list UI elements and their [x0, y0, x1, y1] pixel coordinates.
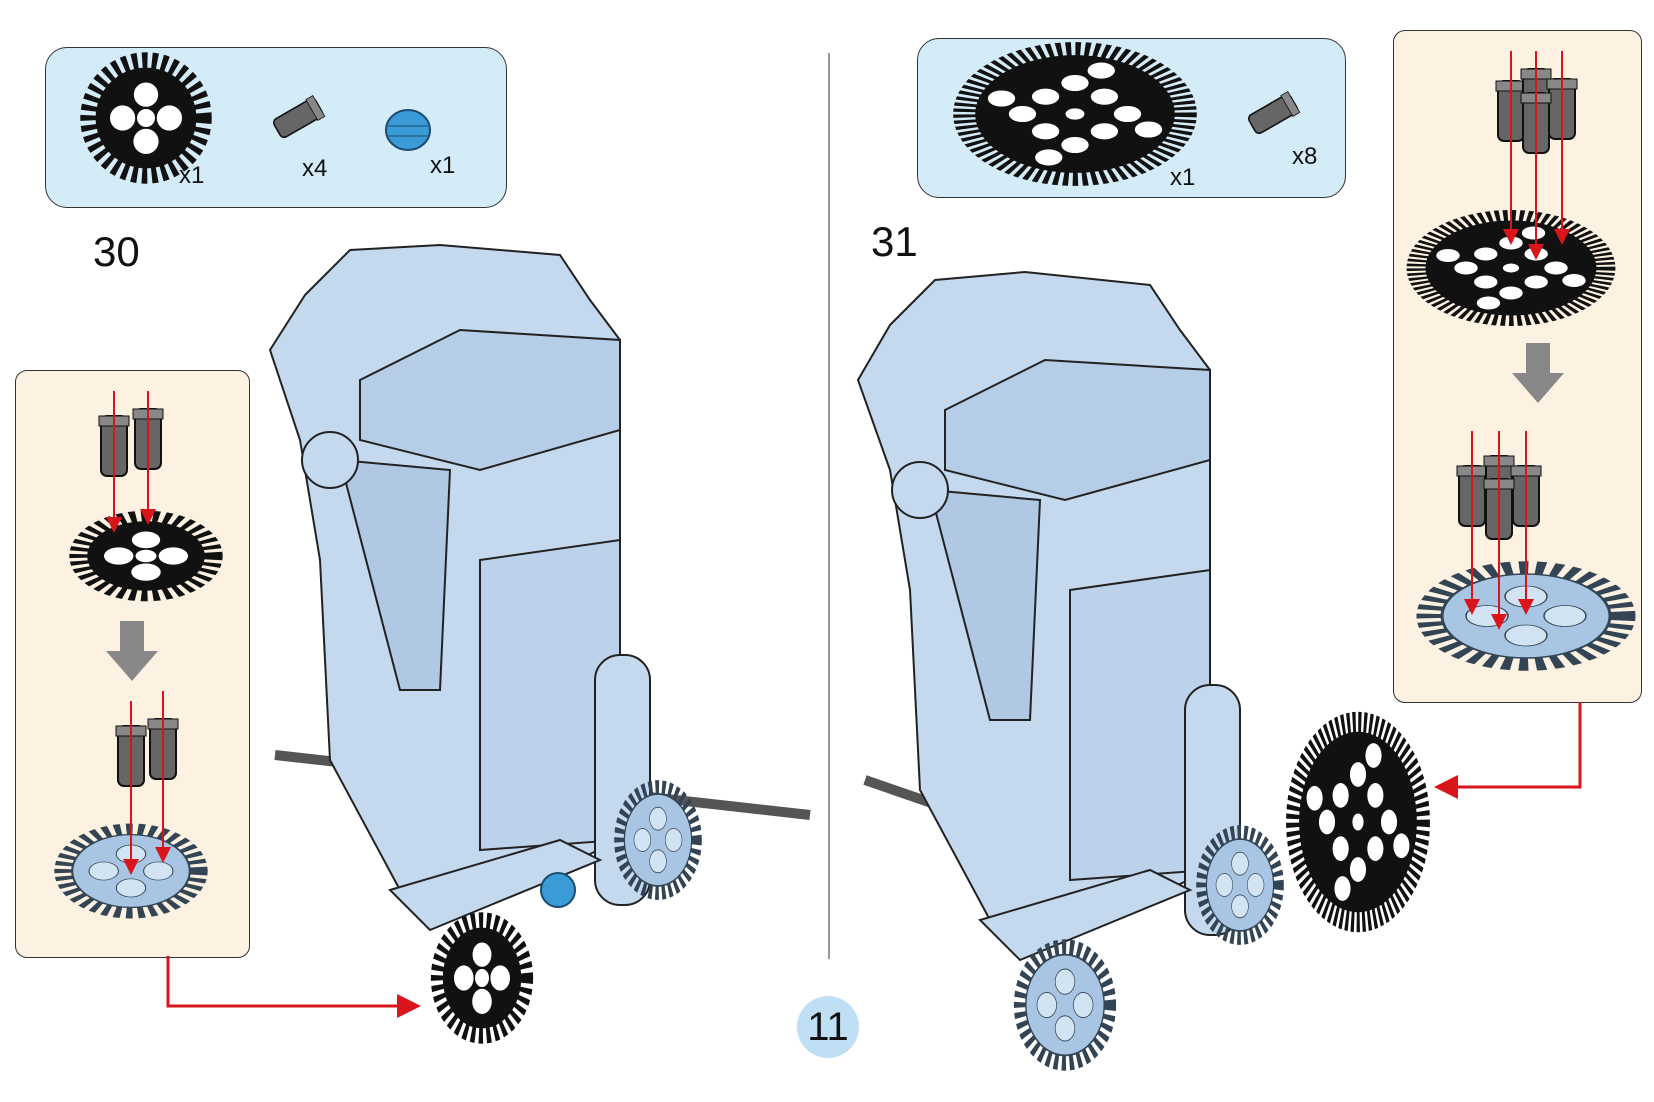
part-qty: x1: [179, 162, 205, 189]
parts-list-step-31: x1 x8: [917, 38, 1346, 198]
part-qty: x1: [1170, 164, 1196, 191]
page-number: 11: [797, 996, 859, 1058]
callout-arrow: [166, 956, 421, 1018]
step-number: 31: [871, 218, 918, 265]
bush-blue-icon: [385, 109, 431, 151]
model-illustration-step-31: [0, 0, 300, 150]
part-qty: x8: [1292, 143, 1318, 170]
subassembly-step-30: [15, 370, 250, 958]
subassembly-illustration: [1394, 51, 1654, 181]
parts-list-step-30: x1 x4 x1: [45, 47, 507, 208]
step-divider: [828, 53, 830, 959]
part-qty: x1: [430, 152, 456, 179]
step-number: 30: [93, 228, 140, 275]
subassembly-step-31: [1393, 30, 1642, 703]
subassembly-illustration: [16, 391, 316, 521]
part-qty: x4: [302, 155, 328, 182]
model-illustration-step-30: [0, 0, 300, 150]
callout-arrow: [1434, 702, 1582, 799]
